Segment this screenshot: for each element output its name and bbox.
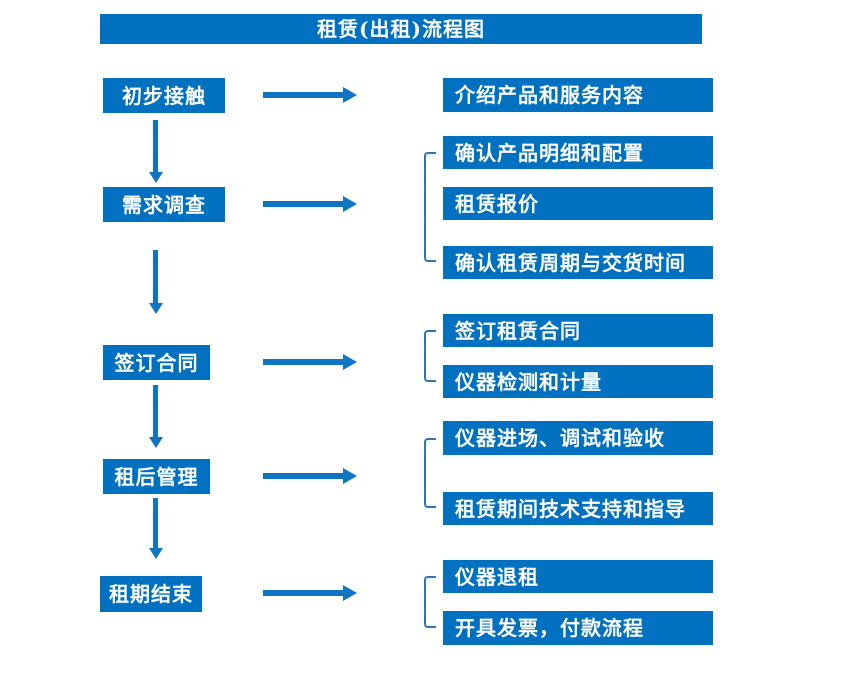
- arrow-down-3-shaft: [153, 385, 158, 437]
- detail-box-confirm-rental-period: 确认租赁周期与交货时间: [443, 246, 713, 279]
- arrow-down-1-head-icon: [149, 172, 163, 183]
- arrow-right-4-shaft: [263, 473, 343, 479]
- detail-box-sign-rental-contract: 签订租赁合同: [443, 314, 713, 347]
- arrow-down-1-shaft: [153, 120, 158, 172]
- bracket-group-2: [424, 152, 436, 262]
- arrow-down-2-shaft: [153, 250, 158, 303]
- detail-box-introduce-products: 介绍产品和服务内容: [443, 78, 713, 112]
- stage-box-demand-survey: 需求调查: [103, 187, 225, 222]
- detail-box-tech-support: 租赁期间技术支持和指导: [443, 492, 713, 525]
- arrow-down-4-shaft: [153, 498, 158, 548]
- arrow-down-2-head-icon: [149, 303, 163, 314]
- arrow-down-3-head-icon: [149, 437, 163, 448]
- arrow-right-3-head-icon: [343, 354, 357, 370]
- arrow-down-4-head-icon: [149, 548, 163, 559]
- bracket-group-5: [424, 576, 436, 628]
- detail-box-instrument-return: 仪器退租: [443, 560, 713, 593]
- detail-box-instrument-arrival: 仪器进场、调试和验收: [443, 421, 713, 455]
- arrow-right-1-head-icon: [343, 87, 357, 103]
- detail-box-invoice-payment: 开具发票，付款流程: [443, 611, 713, 645]
- arrow-right-5-head-icon: [343, 585, 357, 601]
- stage-box-initial-contact: 初步接触: [103, 78, 225, 113]
- stage-box-lease-end: 租期结束: [100, 576, 202, 612]
- stage-box-sign-contract: 签订合同: [103, 345, 210, 380]
- stage-box-post-rental-management: 租后管理: [103, 459, 210, 494]
- arrow-right-2-head-icon: [343, 196, 357, 212]
- arrow-right-4-head-icon: [343, 468, 357, 484]
- arrow-right-5-shaft: [263, 590, 343, 596]
- bracket-group-4: [424, 438, 436, 508]
- arrow-right-1-shaft: [263, 92, 343, 98]
- detail-box-instrument-testing: 仪器检测和计量: [443, 365, 713, 398]
- arrow-right-2-shaft: [263, 201, 343, 207]
- bracket-group-3: [424, 330, 436, 382]
- arrow-right-3-shaft: [263, 359, 343, 365]
- flowchart-title-bar: 租赁(出租)流程图: [100, 14, 702, 44]
- detail-box-rental-quote: 租赁报价: [443, 187, 713, 220]
- flowchart-title: 租赁(出租)流程图: [317, 17, 485, 41]
- detail-box-confirm-product-details: 确认产品明细和配置: [443, 136, 713, 169]
